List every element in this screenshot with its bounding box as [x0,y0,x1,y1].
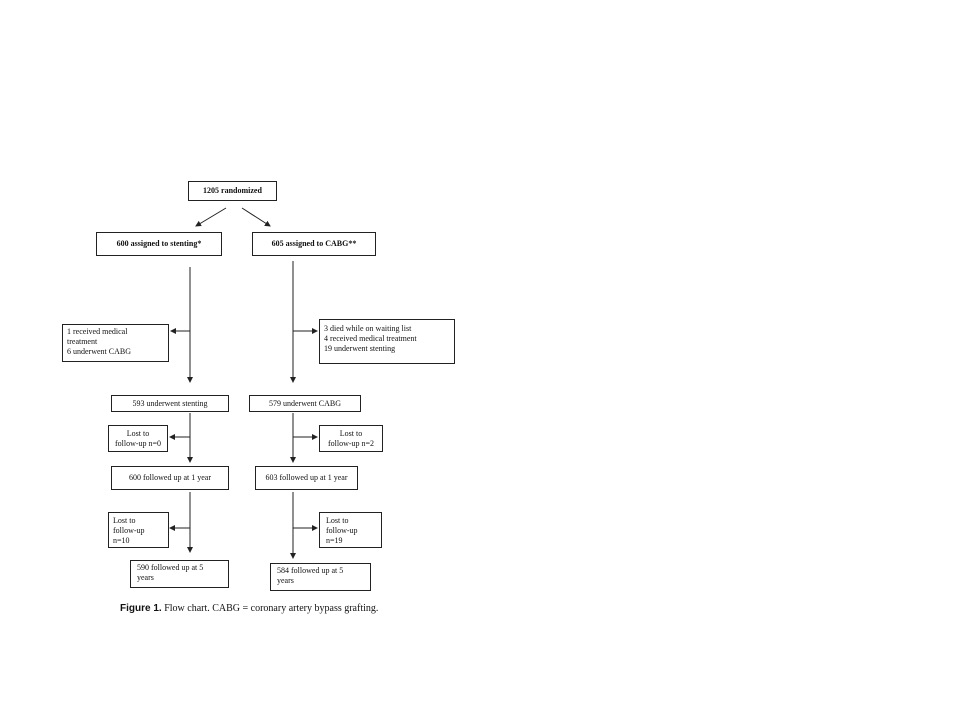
cabg-assigned-box: 605 assigned to CABG** [252,232,376,256]
stenting-assigned-label: 600 assigned to stenting* [116,239,202,248]
stenting-followed-5yr-box: 590 followed up at 5 years [130,560,229,588]
cabg-crossover-line-1: 3 died while on waiting list [324,324,412,333]
cabg-crossover-box: 3 died while on waiting list 4 received … [319,319,455,364]
cabg-lost-1yr-line-1: Lost to [339,428,363,438]
arrow-to-stenting-arm [195,207,227,227]
stenting-lost-1yr-line-2: follow-up n=0 [114,438,162,448]
cabg-crossover-line-3: 19 underwent stenting [324,344,396,353]
stenting-followed-1yr-box: 600 followed up at 1 year [111,466,229,490]
stenting-lost-1yr-line-1: Lost to [126,428,150,438]
stenting-followed-5yr-line-1: 590 followed up at 5 [137,563,204,572]
stenting-lost-1yr-box: Lost to follow-up n=0 [108,425,168,452]
figure-caption-text: Flow chart. CABG = coronary artery bypas… [164,603,379,614]
stenting-crossover-box: 1 received medical treatment 6 underwent… [62,324,169,362]
stenting-followed-5yr-line-2: years [137,573,154,582]
cabg-assigned-label: 605 assigned to CABG** [271,239,357,248]
stenting-crossover-line-1: 1 received medical [67,327,128,336]
stenting-crossover-line-3: 6 underwent CABG [67,347,131,356]
cabg-followed-1yr-box: 603 followed up at 1 year [255,466,358,490]
cabg-followed-1yr-label: 603 followed up at 1 year [265,473,348,482]
stenting-crossover-line-2: treatment [67,337,98,346]
randomized-box: 1205 randomized [188,181,277,201]
cabg-crossover-line-2: 4 received medical treatment [324,334,417,343]
figure-caption: Figure 1. Flow chart. CABG = coronary ar… [120,603,378,615]
cabg-underwent-box: 579 underwent CABG [249,395,361,412]
cabg-lost-5yr-line-3: n=19 [326,536,343,545]
stenting-assigned-box: 600 assigned to stenting* [96,232,222,256]
stenting-followed-1yr-label: 600 followed up at 1 year [129,473,211,482]
stenting-lost-5yr-line-1: Lost to [113,516,136,525]
arrow-to-cabg-arm [241,207,271,227]
cabg-lost-5yr-box: Lost to follow-up n=19 [319,512,382,548]
cabg-followed-5yr-box: 584 followed up at 5 years [270,563,371,591]
stenting-lost-5yr-line-3: n=10 [113,536,130,545]
cabg-lost-5yr-line-2: follow-up [326,526,358,535]
randomized-label: 1205 randomized [203,186,262,195]
cabg-underwent-label: 579 underwent CABG [269,398,341,408]
cabg-followed-5yr-line-1: 584 followed up at 5 [277,566,344,575]
stenting-underwent-box: 593 underwent stenting [111,395,229,412]
cabg-followed-5yr-line-2: years [277,576,294,585]
figure-caption-label: Figure 1. [120,603,162,614]
stenting-lost-5yr-line-2: follow-up [113,526,145,535]
stenting-underwent-label: 593 underwent stenting [132,398,208,408]
cabg-lost-5yr-line-1: Lost to [326,516,349,525]
cabg-lost-1yr-line-2: follow-up n=2 [327,438,375,448]
cabg-lost-1yr-box: Lost to follow-up n=2 [319,425,383,452]
stenting-lost-5yr-box: Lost to follow-up n=10 [108,512,169,548]
